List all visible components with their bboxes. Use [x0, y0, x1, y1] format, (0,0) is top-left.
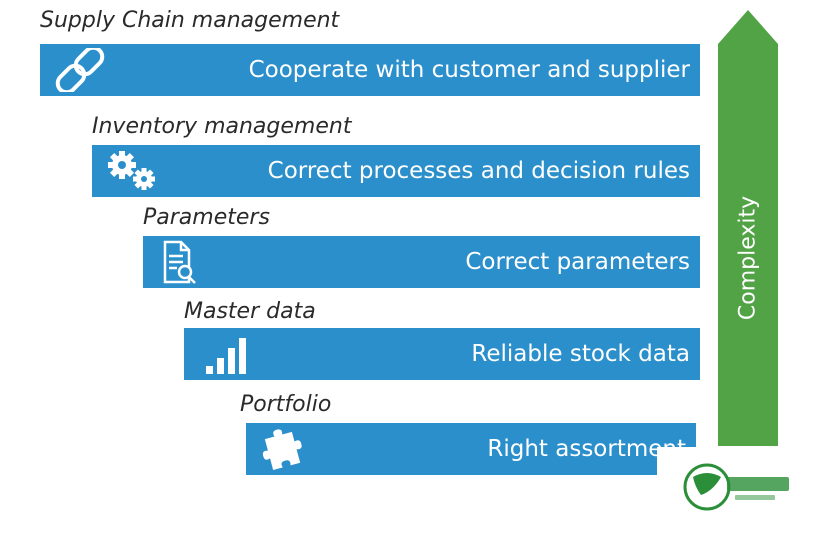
- level-label-portfolio: Portfolio: [240, 392, 332, 417]
- puzzle-piece-icon: [262, 429, 302, 471]
- chain-link-icon: [55, 48, 105, 92]
- bar-text-supply-chain: Cooperate with customer and supplier: [248, 57, 690, 83]
- level-label-master-data: Master data: [184, 299, 316, 324]
- complexity-label: Complexity: [735, 195, 761, 321]
- level-label-parameters: Parameters: [143, 205, 270, 230]
- bar-text-master-data: Reliable stock data: [471, 341, 690, 367]
- bar-inventory: Correct processes and decision rules: [92, 145, 700, 197]
- watermark-logo: [657, 447, 827, 533]
- bar-text-inventory: Correct processes and decision rules: [267, 158, 690, 184]
- bar-supply-chain: Cooperate with customer and supplier: [40, 44, 700, 96]
- level-label-supply-chain: Supply Chain management: [40, 8, 340, 33]
- bar-parameters: Correct parameters: [143, 236, 700, 288]
- bar-chart-icon: [206, 338, 246, 374]
- bar-master-data: Reliable stock data: [184, 328, 700, 380]
- bar-text-portfolio: Right assortment: [487, 436, 686, 462]
- document-search-icon: [163, 240, 196, 284]
- level-label-inventory: Inventory management: [92, 114, 352, 139]
- bar-portfolio: Right assortment: [246, 423, 696, 475]
- gears-icon: [108, 151, 155, 190]
- globe-icon: [683, 463, 789, 511]
- complexity-arrow: [718, 10, 778, 446]
- bar-text-parameters: Correct parameters: [465, 249, 690, 275]
